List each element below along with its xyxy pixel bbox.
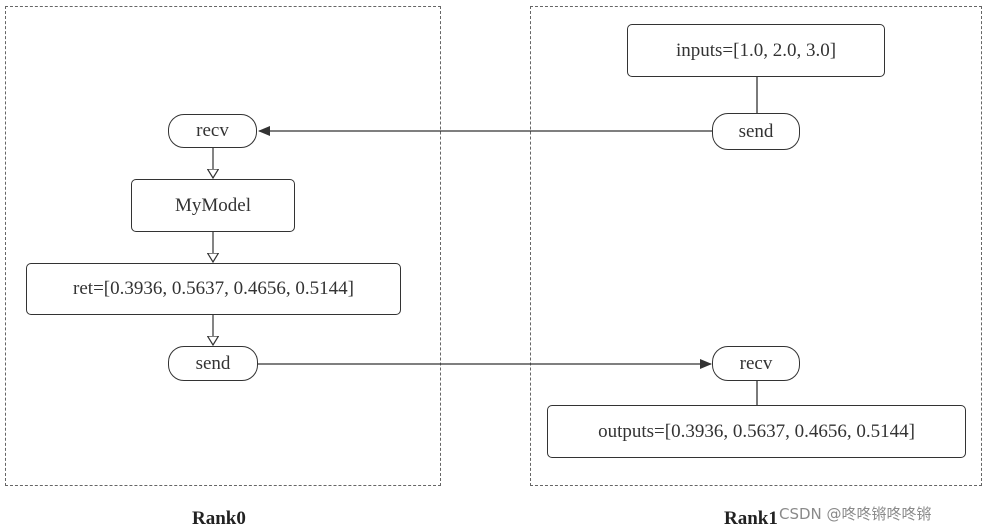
rank1-inputs-node: inputs=[1.0, 2.0, 3.0]	[627, 24, 885, 77]
csdn-watermark: CSDN @咚咚锵咚咚锵	[779, 505, 932, 523]
rank0-cluster	[5, 6, 441, 486]
rank0-mymodel-node: MyModel	[131, 179, 295, 232]
rank0-label: Rank0	[192, 508, 246, 529]
rank1-cluster	[530, 6, 982, 486]
rank1-send-node: send	[712, 113, 800, 150]
rank1-label: Rank1	[724, 508, 778, 529]
rank0-send-node: send	[168, 346, 258, 381]
rank1-outputs-node: outputs=[0.3936, 0.5637, 0.4656, 0.5144]	[547, 405, 966, 458]
rank0-recv-node: recv	[168, 114, 257, 148]
rank0-ret-node: ret=[0.3936, 0.5637, 0.4656, 0.5144]	[26, 263, 401, 315]
rank1-recv-node: recv	[712, 346, 800, 381]
